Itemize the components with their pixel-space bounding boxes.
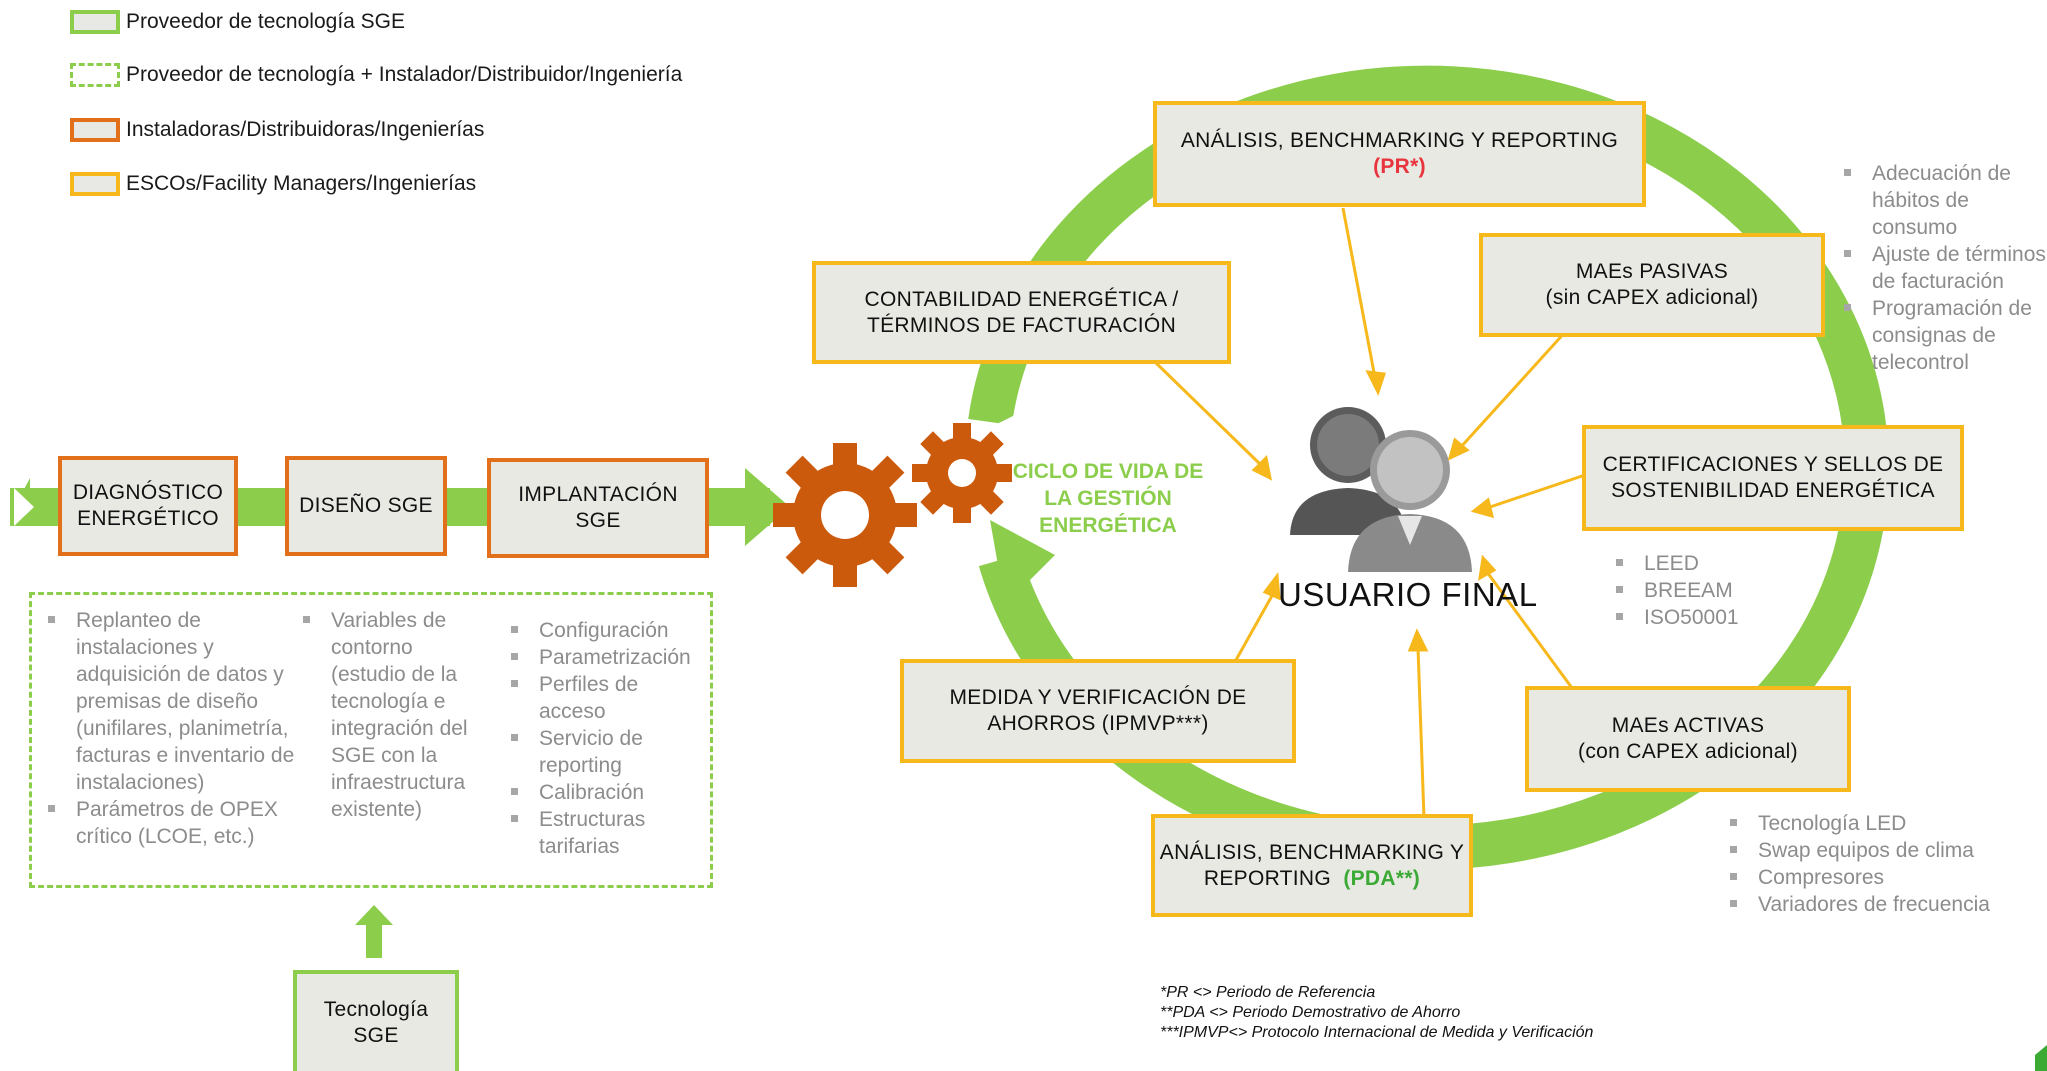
list-item: Variables de contorno (estudio de la tec… [295, 607, 485, 823]
legend-item-orange: Instaladoras/Distribuidoras/Ingenierías [70, 118, 484, 142]
legend-label: ESCOs/Facility Managers/Ingenierías [126, 172, 477, 195]
list-item: Variadores de frecuencia [1722, 891, 2022, 918]
footnote: **PDA <> Periodo Demostrativo de Ahorro [1160, 1004, 1461, 1021]
details-col2: Variables de contorno (estudio de la tec… [295, 607, 485, 823]
legend-label: Proveedor de tecnología + Instalador/Dis… [126, 63, 683, 86]
list-item: Parametrización [503, 644, 708, 671]
list-item: Tecnología LED [1722, 810, 2022, 837]
users-icon [1290, 407, 1472, 572]
list-item: Replanteo de instalaciones y adquisición… [40, 607, 300, 796]
list-item: Adecuación de hábitos de consumo [1836, 160, 2046, 241]
details-col3: Configuración Parametrización Perfiles d… [503, 617, 708, 860]
box-tecnologia-label: Tecnología SGE [323, 997, 429, 1047]
gear-small-icon [912, 423, 1012, 523]
box-maes-activas-line2: (con CAPEX adicional) [1578, 740, 1798, 763]
pasivas-list: Adecuación de hábitos de consumo Ajuste … [1836, 160, 2046, 376]
activas-list: Tecnología LED Swap equipos de clima Com… [1722, 810, 2022, 918]
list-item: LEED [1608, 550, 1808, 577]
list-item: ISO50001 [1608, 604, 1808, 631]
legend-item-green-solid: Proveedor de tecnología SGE [70, 10, 405, 34]
footnotes: *PR <> Periodo de Referencia **PDA <> Pe… [1160, 983, 1593, 1043]
footnote: *PR <> Periodo de Referencia [1160, 984, 1376, 1001]
legend-label: Instaladoras/Distribuidoras/Ingenierías [126, 118, 485, 141]
box-contabilidad-line1: CONTABILIDAD ENERGÉTICA / [864, 287, 1179, 311]
list-item: Compresores [1722, 864, 2022, 891]
box-analisis-pda-line1: ANÁLISIS, BENCHMARKING Y [1159, 840, 1465, 864]
gear-large-icon [773, 443, 917, 587]
box-analisis-pr: ANÁLISIS, BENCHMARKING Y REPORTING (PR*) [1153, 101, 1646, 207]
box-maes-pasivas-line2: (sin CAPEX adicional) [1545, 286, 1759, 309]
box-certificaciones-line2: SOSTENIBILIDAD ENERGÉTICA [1611, 479, 1935, 502]
footnote: ***IPMVP<> Protocolo Internacional de Me… [1160, 1024, 1594, 1041]
corner-mark [2035, 1045, 2047, 1071]
box-analisis-pda-tag: (PDA**) [1343, 866, 1421, 890]
list-item: Servicio de reporting [503, 725, 708, 779]
details-panel [29, 592, 713, 888]
box-analisis-pda: ANÁLISIS, BENCHMARKING Y REPORTING (PDA*… [1151, 814, 1473, 917]
list-item: Parámetros de OPEX crítico (LCOE, etc.) [40, 796, 300, 850]
list-item: Calibración [503, 779, 708, 806]
yellow-arrows [1153, 207, 1586, 819]
list-item: Ajuste de términos de facturación [1836, 241, 2046, 295]
cycle-label: CICLO DE VIDA DE LA GESTIÓN ENERGÉTICA [1012, 460, 1204, 537]
box-contabilidad-line2: TÉRMINOS DE FACTURACIÓN [866, 313, 1177, 337]
box-maes-activas: MAEs ACTIVAS (con CAPEX adicional) [1525, 686, 1851, 792]
box-diagnostico-label: DIAGNÓSTICO ENERGÉTICO [72, 481, 224, 530]
box-analisis-pr-label: ANÁLISIS, BENCHMARKING Y REPORTING [1180, 129, 1619, 152]
box-certificaciones: CERTIFICACIONES Y SELLOS DE SOSTENIBILID… [1582, 425, 1964, 531]
certificaciones-list: LEED BREEAM ISO50001 [1608, 550, 1808, 631]
box-contabilidad: CONTABILIDAD ENERGÉTICA / TÉRMINOS DE FA… [812, 261, 1231, 364]
box-certificaciones-line1: CERTIFICACIONES Y SELLOS DE [1602, 453, 1944, 476]
legend-item-green-dashed: Proveedor de tecnología + Instalador/Dis… [70, 63, 682, 87]
list-item: BREEAM [1608, 577, 1808, 604]
box-analisis-pr-tag: (PR*) [1373, 155, 1426, 178]
box-implantacion: IMPLANTACIÓN SGE [487, 458, 709, 558]
list-item: Perfiles de acceso [503, 671, 708, 725]
box-maes-activas-line1: MAEs ACTIVAS [1611, 714, 1765, 737]
legend-swatch [70, 118, 120, 142]
legend-swatch [70, 10, 120, 34]
box-maes-pasivas: MAEs PASIVAS (sin CAPEX adicional) [1479, 233, 1825, 337]
box-analisis-pda-line2: REPORTING (PDA**) [1203, 866, 1421, 890]
list-item: Estructuras tarifarias [503, 806, 708, 860]
box-diseno-label: DISEÑO SGE [299, 494, 433, 517]
list-item: Programación de consignas de telecontrol [1836, 295, 2046, 376]
arrow-up-icon [355, 905, 393, 958]
list-item: Swap equipos de clima [1722, 837, 2022, 864]
list-item: Configuración [503, 617, 708, 644]
box-implantacion-label: IMPLANTACIÓN SGE [518, 483, 678, 532]
box-medida-line2: AHORROS (IPMVP***) [987, 712, 1209, 735]
legend-swatch [70, 172, 120, 196]
legend-label: Proveedor de tecnología SGE [126, 10, 406, 33]
box-medida: MEDIDA Y VERIFICACIÓN DE AHORROS (IPMVP*… [900, 659, 1296, 763]
legend-swatch [70, 63, 120, 87]
box-maes-pasivas-line1: MAEs PASIVAS [1575, 260, 1729, 283]
box-diseno: DISEÑO SGE [285, 456, 447, 556]
box-medida-line1: MEDIDA Y VERIFICACIÓN DE [949, 686, 1247, 709]
details-col1: Replanteo de instalaciones y adquisición… [40, 607, 300, 850]
box-diagnostico: DIAGNÓSTICO ENERGÉTICO [58, 456, 238, 556]
legend-item-yellow: ESCOs/Facility Managers/Ingenierías [70, 172, 476, 196]
user-label: USUARIO FINAL [1278, 576, 1538, 613]
box-tecnologia: Tecnología SGE [293, 970, 459, 1071]
